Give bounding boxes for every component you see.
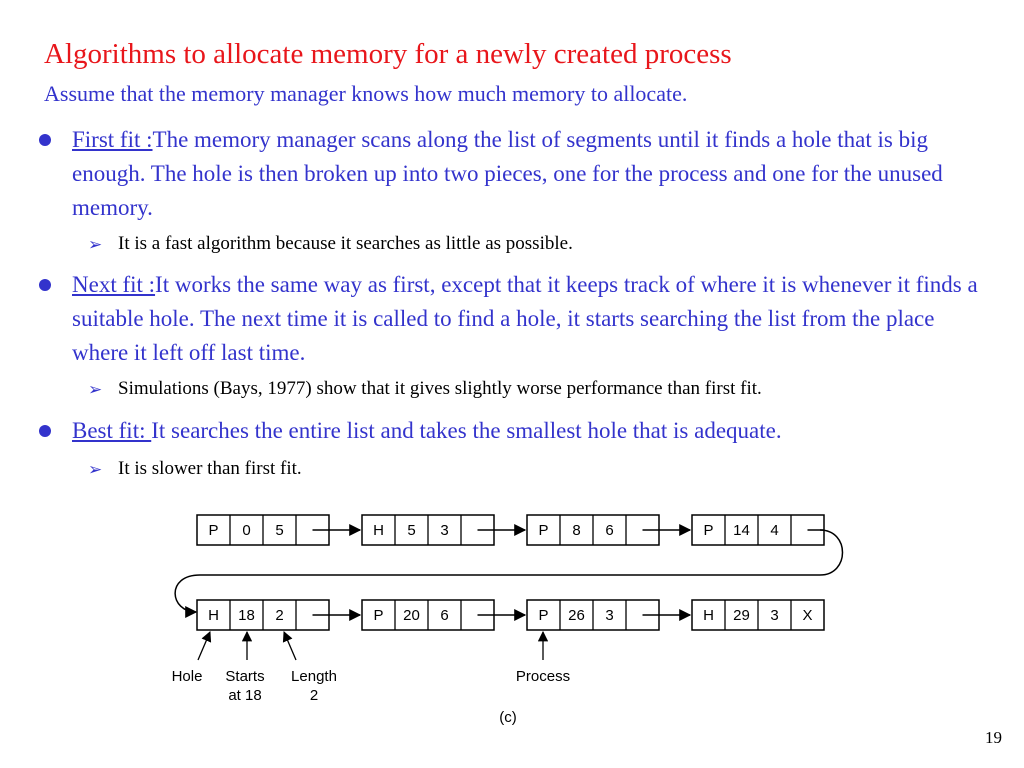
bullet-term: Next fit :	[72, 272, 156, 297]
bullet-term: First fit :	[72, 127, 153, 152]
list-node-cell: P	[703, 522, 713, 539]
list-node-cell: 29	[733, 607, 750, 624]
page-number: 19	[985, 728, 1002, 747]
list-node-cell: P	[538, 522, 548, 539]
figure-caption: (c)	[499, 709, 517, 726]
bullet-dot-icon	[39, 425, 51, 437]
list-node: P 26 3	[526, 599, 692, 631]
hole-label: Hole	[172, 668, 203, 685]
starts-label-line2: at 18	[228, 687, 261, 704]
list-node-cell: 8	[572, 522, 580, 539]
list-node: P 0 5	[196, 514, 362, 546]
list-node-cell: 3	[770, 607, 778, 624]
list-node-cell: 6	[440, 607, 448, 624]
list-node-cell: 26	[568, 607, 585, 624]
hole-pointer-arrow	[197, 631, 212, 661]
bullet-text: The memory manager scans along the list …	[72, 127, 943, 220]
arrow-bullet-icon: ➢	[88, 235, 103, 255]
sub-bullet-next-fit: ➢ Simulations (Bays, 1977) show that it …	[88, 378, 762, 400]
sub-bullet-best-fit: ➢ It is slower than first fit.	[88, 458, 302, 480]
sub-bullet-text: It is a fast algorithm because it search…	[118, 233, 573, 254]
list-node-cell: 3	[605, 607, 613, 624]
sub-bullet-text: Simulations (Bays, 1977) show that it gi…	[118, 378, 762, 399]
list-node-cell: 5	[407, 522, 415, 539]
bullet-text: It searches the entire list and takes th…	[151, 418, 782, 443]
length-label: Length	[291, 668, 337, 685]
bullet-next-fit: Next fit :It works the same way as first…	[39, 268, 992, 370]
list-node-cell: H	[373, 522, 384, 539]
list-node-cell: 18	[238, 607, 255, 624]
list-node-cell: 3	[440, 522, 448, 539]
slide-title: Algorithms to allocate memory for a newl…	[44, 38, 732, 70]
bullet-dot-icon	[39, 134, 51, 146]
starts-label: Starts	[225, 668, 264, 685]
length-label-line2: 2	[310, 687, 318, 704]
arrow-bullet-icon: ➢	[88, 380, 103, 400]
list-node-cell: 4	[770, 522, 778, 539]
list-node: H 18 2	[196, 599, 362, 631]
list-node: P 14 4	[691, 514, 825, 546]
length-pointer-arrow	[282, 631, 297, 661]
list-node-cell: 6	[605, 522, 613, 539]
list-node-cell: 20	[403, 607, 420, 624]
list-node-cell: 0	[242, 522, 250, 539]
sub-bullet-text: It is slower than first fit.	[118, 458, 302, 479]
list-terminator: X	[802, 607, 812, 624]
wrap-connector-line	[174, 529, 844, 618]
list-node-cell: H	[208, 607, 219, 624]
list-node: P 20 6	[361, 599, 527, 631]
list-node: P 8 6	[526, 514, 692, 546]
list-node-cell: 14	[733, 522, 750, 539]
list-node-cell: 5	[275, 522, 283, 539]
list-node: H 5 3	[361, 514, 527, 546]
bullet-text: It works the same way as first, except t…	[72, 272, 978, 365]
bullet-term: Best fit:	[72, 418, 152, 443]
list-node-cell: P	[538, 607, 548, 624]
bullet-dot-icon	[39, 279, 51, 291]
slide-subtitle: Assume that the memory manager knows how…	[44, 81, 688, 106]
sub-bullet-first-fit: ➢ It is a fast algorithm because it sear…	[88, 233, 573, 255]
bullet-first-fit: First fit :The memory manager scans alon…	[39, 123, 992, 225]
process-label: Process	[516, 668, 570, 685]
bullet-best-fit: Best fit: It searches the entire list an…	[39, 414, 992, 448]
list-node-cell: P	[373, 607, 383, 624]
list-node-cell: P	[208, 522, 218, 539]
list-node-cell: H	[703, 607, 714, 624]
list-node: H 29 3 X	[691, 599, 825, 631]
arrow-bullet-icon: ➢	[88, 460, 103, 480]
list-node-cell: 2	[275, 607, 283, 624]
